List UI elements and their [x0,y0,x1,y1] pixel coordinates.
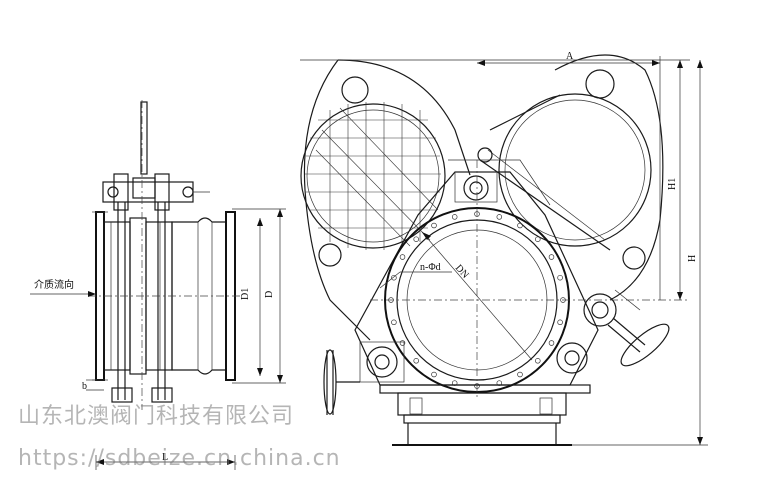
watermark-url: https://sdbeize.cn.china.cn [18,446,341,471]
bolt-hole [535,358,541,364]
side-view [30,100,286,470]
bolt-hole [517,222,523,229]
bolt-hole [517,371,523,378]
bolt-hole [548,254,555,260]
bolt-hole [535,236,541,242]
bolt-hole [431,371,437,378]
dim-a-label: A [566,51,574,62]
bolt-hole [431,222,437,229]
bolt-hole [399,254,406,260]
dim-dn-label: DN [453,263,471,281]
bolt-hole [399,340,406,346]
bolt-hole [451,214,458,220]
bolt-hole [557,319,563,326]
bolt-hole [557,274,563,281]
bolt-hole [391,274,397,281]
bolt-holes-label: n-Φd [420,262,441,273]
dim-h1-label: H1 [667,178,678,190]
flow-direction-label: 介质流向 [34,278,74,291]
bolt-hole [391,319,397,326]
dim-d-label: D [264,291,275,298]
bolt-hole [496,214,503,220]
bolt-hole [548,340,555,346]
watermark-company: 山东北澳阀门科技有限公司 [18,404,295,429]
dim-b-label: b [82,381,87,392]
bolt-hole [413,236,419,242]
front-view [300,54,708,446]
dim-d1-label: D1 [240,288,251,300]
bolt-hole [413,358,419,364]
dim-l-label: L [162,452,168,463]
dim-h-label: H [687,255,698,262]
